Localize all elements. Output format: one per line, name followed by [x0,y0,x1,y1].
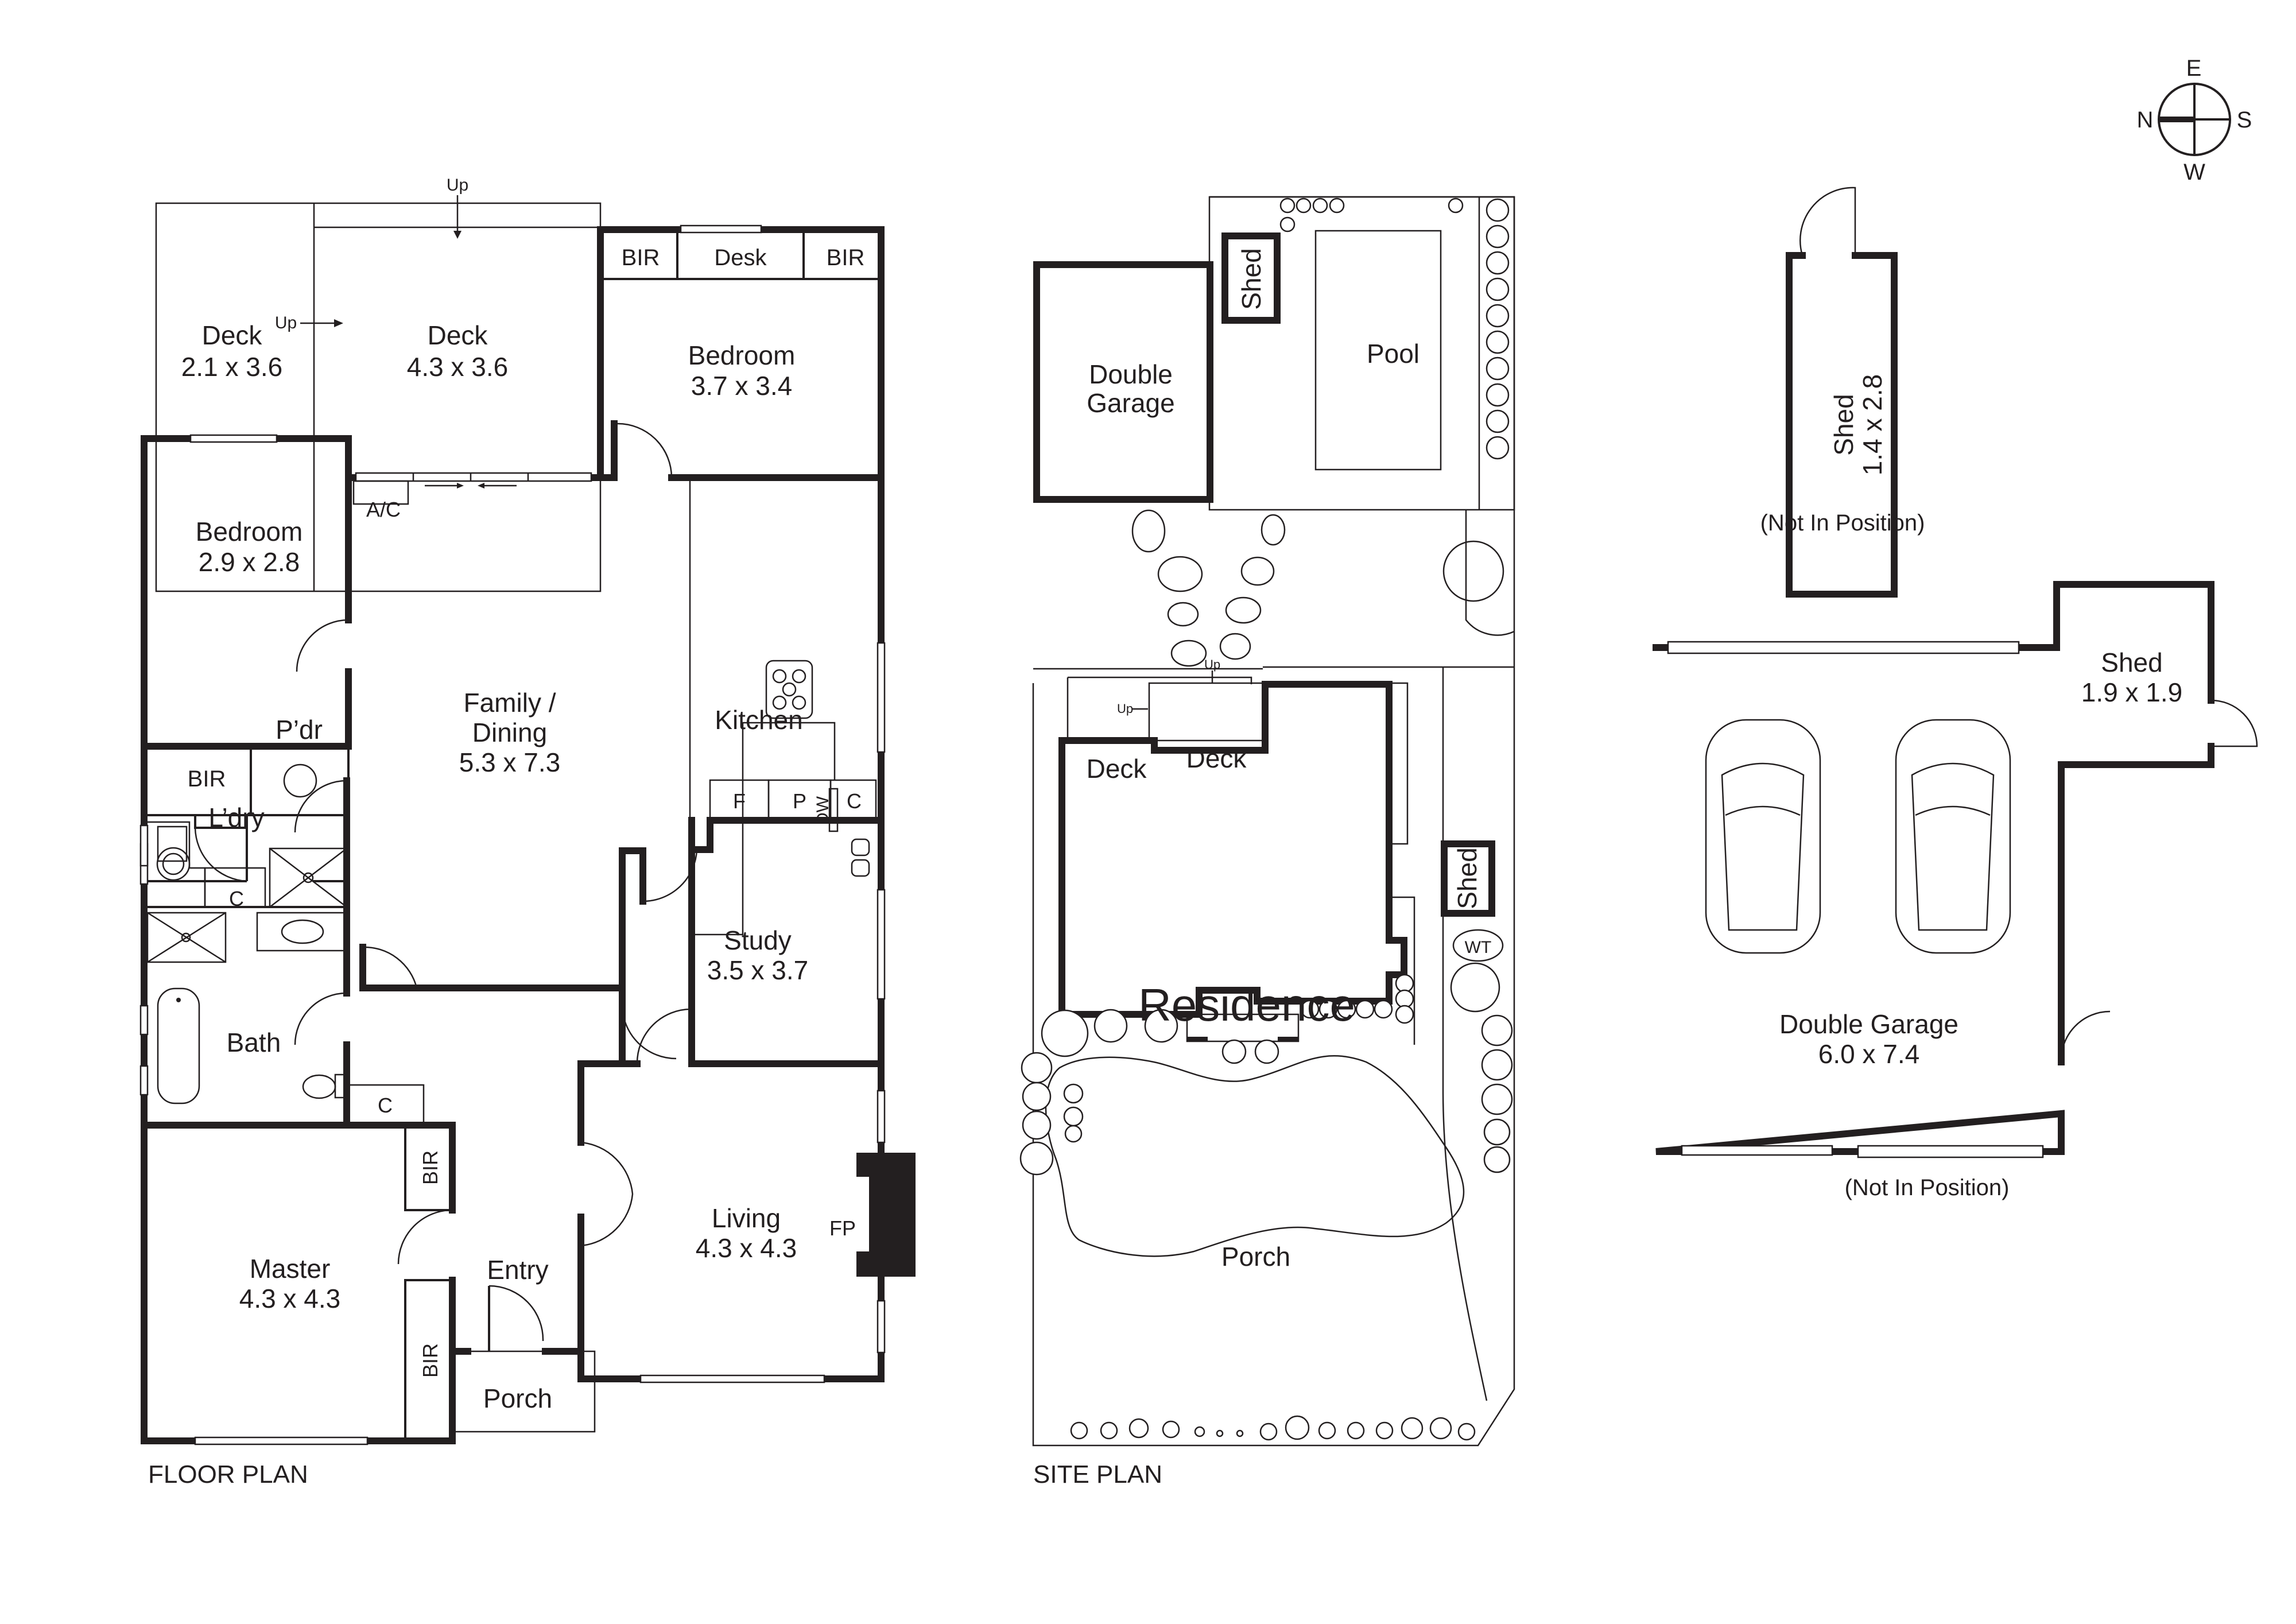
svg-text:2.1 x 3.6: 2.1 x 3.6 [181,352,282,382]
garage-label: Double Garage [1779,1009,1958,1039]
toilet-icon [302,1074,336,1099]
up-label: Up [1117,701,1133,716]
bir-label: BIR [188,766,226,792]
svg-text:1.9 x 1.9: 1.9 x 1.9 [2081,677,2182,707]
sink-icon [851,838,870,856]
svg-text:4.3 x 4.3: 4.3 x 4.3 [696,1233,797,1263]
room-label-living: Living [712,1203,781,1233]
svg-text:2.9 x 2.8: 2.9 x 2.8 [199,547,300,577]
garage-shed-label: Shed [2101,648,2162,677]
shower-icon [146,912,227,963]
residence-label: Residence [1138,979,1355,1030]
floor-plan: Up Up A/C [139,176,916,1489]
bir-label: BIR [418,1343,442,1378]
site-porch-label: Porch [1221,1242,1290,1272]
room-label-bath: Bath [227,1028,281,1057]
compass-n: N [2137,107,2154,133]
pantry-label: P [793,789,806,813]
room-label-powder: P’dr [276,715,323,745]
site-double-garage [1033,261,1213,503]
svg-text:6.0 x 7.4: 6.0 x 7.4 [1818,1039,1919,1069]
site-deck-label: Deck [1186,743,1247,773]
site-plan-title: SITE PLAN [1033,1460,1162,1489]
site-shed-side-label: Shed [1452,847,1482,909]
svg-text:4.3 x 3.6: 4.3 x 3.6 [407,352,508,382]
floor-plan-title: FLOOR PLAN [148,1460,308,1489]
basin-icon [283,763,317,798]
dw-label: DW [813,796,832,825]
site-plan: Up Up [1019,196,1515,1489]
room-label-entry: Entry [487,1255,548,1285]
room-label-porch: Porch [483,1383,552,1413]
room-label-deck-large: Deck [428,320,488,350]
compass-icon: E N S W [2137,56,2252,185]
bathtub-icon [157,987,200,1104]
pool [1314,230,1442,471]
wt-label: WT [1465,938,1492,957]
garden-bed [1045,1055,1465,1257]
room-label-master: Master [250,1254,331,1284]
compass-w: W [2183,160,2205,185]
cupboard-label: C [378,1094,393,1117]
not-in-position-note: (Not In Position) [1845,1175,2010,1200]
fridge-label: F [733,789,746,813]
desk-label: Desk [714,245,767,270]
room-label-kitchen: Kitchen [715,705,802,735]
cupboard-label: C [847,789,862,813]
compass-s: S [2237,107,2252,133]
fp-label: FP [829,1216,856,1240]
svg-text:Dining: Dining [472,718,547,747]
tree-icon [1019,962,1513,1441]
site-shed [1221,232,1281,324]
toilet-icon [156,847,191,881]
sliding-door [355,472,592,482]
cupboard-label: C [229,887,244,910]
room-label-study: Study [724,925,792,955]
room-label-deck-small: Deck [202,320,263,350]
site-deck-label: Deck [1087,754,1147,784]
car-icon [1705,719,1821,954]
pool-label: Pool [1367,339,1420,369]
room-label-laundry: L’dry [208,803,264,832]
ac-unit [352,480,409,505]
bir-label: BIR [418,1150,442,1185]
up-label: Up [275,313,297,332]
svg-text:4.3 x 4.3: 4.3 x 4.3 [239,1284,340,1313]
site-garage-label: Double [1089,359,1173,389]
not-in-position-note: (Not In Position) [1760,510,1925,536]
bir-label: BIR [622,245,660,270]
site-shed-label: Shed [1236,248,1266,309]
water-tank-icon [1452,929,1504,962]
svg-text:1.4 x 2.8: 1.4 x 2.8 [1857,374,1887,475]
compass-e: E [2186,56,2202,81]
bir-label: BIR [827,245,865,270]
stepping-stones [1131,509,1286,667]
svg-text:Garage: Garage [1087,388,1174,418]
svg-text:3.5 x 3.7: 3.5 x 3.7 [707,955,808,985]
shed-label: Shed [1829,394,1859,455]
up-label: Up [447,176,468,195]
room-label-bedroom-2: Bedroom [688,340,796,370]
dishwasher [828,788,839,832]
tree-icon [1279,197,1510,602]
room-label-bedroom-3: Bedroom [196,517,303,546]
garage-detail: Double Garage 6.0 x 7.4 Shed 1.9 x 1.9 (… [1653,581,2258,1200]
site-shed-side [1441,840,1495,917]
svg-text:3.7 x 3.4: 3.7 x 3.4 [691,371,792,401]
shed-detail: Shed 1.4 x 2.8 (Not In Position) [1760,187,1925,598]
cooktop-icon [765,660,813,719]
up-label: Up [1204,657,1220,672]
residence-outline [1058,681,1407,1018]
svg-text:5.3 x 7.3: 5.3 x 7.3 [459,747,560,777]
car-icon [1895,719,2011,954]
basin-icon [281,919,324,944]
ac-label: A/C [366,498,401,521]
room-label-family: Family / [464,688,556,718]
